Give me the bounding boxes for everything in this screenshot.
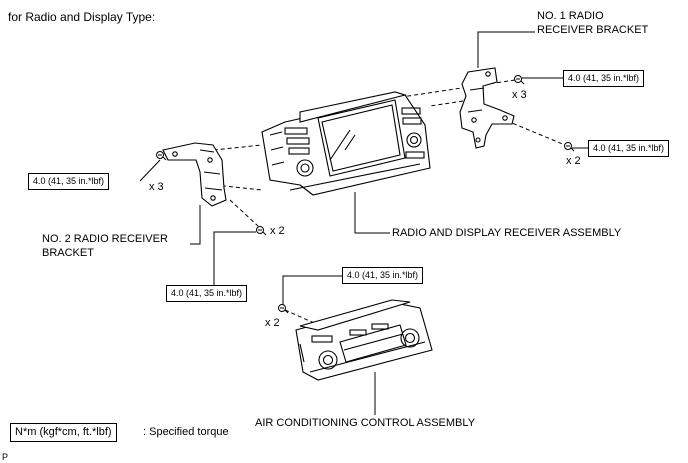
no1-bracket-label-line1: NO. 1 RADIO bbox=[537, 10, 604, 22]
figure-code: P bbox=[2, 452, 9, 462]
radio-assembly-drawing bbox=[261, 91, 431, 196]
quantity-label-3: x 3 bbox=[149, 181, 164, 193]
legend-meaning: : Specified torque bbox=[143, 426, 229, 438]
page-title: for Radio and Display Type: bbox=[8, 10, 156, 24]
torque-box-2: 4.0 (41, 35 in.*lbf) bbox=[588, 140, 670, 157]
quantity-label-1: x 3 bbox=[512, 89, 527, 101]
quantity-label-4: x 2 bbox=[270, 225, 285, 237]
quantity-label-2: x 2 bbox=[566, 155, 581, 167]
torque-box-3: 4.0 (41, 35 in.*lbf) bbox=[28, 173, 110, 190]
no2-bracket-label-line1: NO. 2 RADIO RECEIVER bbox=[42, 233, 168, 245]
no1-bracket-drawing bbox=[459, 67, 515, 149]
quantity-label-5: x 2 bbox=[265, 317, 280, 329]
radio-assembly-label: RADIO AND DISPLAY RECEIVER ASSEMBLY bbox=[392, 227, 622, 239]
legend-unit-box: N*m (kgf*cm, ft.*lbf) bbox=[10, 423, 117, 442]
screws bbox=[156, 75, 575, 314]
leader-lines bbox=[139, 31, 588, 415]
ac-assembly-label: AIR CONDITIONING CONTROL ASSEMBLY bbox=[255, 417, 476, 429]
no1-bracket-label-line2: RECEIVER BRACKET bbox=[537, 24, 649, 36]
torque-box-5: 4.0 (41, 35 in.*lbf) bbox=[342, 267, 424, 284]
torque-box-1: 4.0 (41, 35 in.*lbf) bbox=[563, 70, 645, 87]
ac-assembly-drawing bbox=[295, 299, 433, 381]
no2-bracket-label-line2: BRACKET bbox=[42, 247, 94, 259]
no2-bracket-drawing bbox=[162, 142, 227, 207]
torque-box-4: 4.0 (41, 35 in.*lbf) bbox=[166, 285, 248, 302]
